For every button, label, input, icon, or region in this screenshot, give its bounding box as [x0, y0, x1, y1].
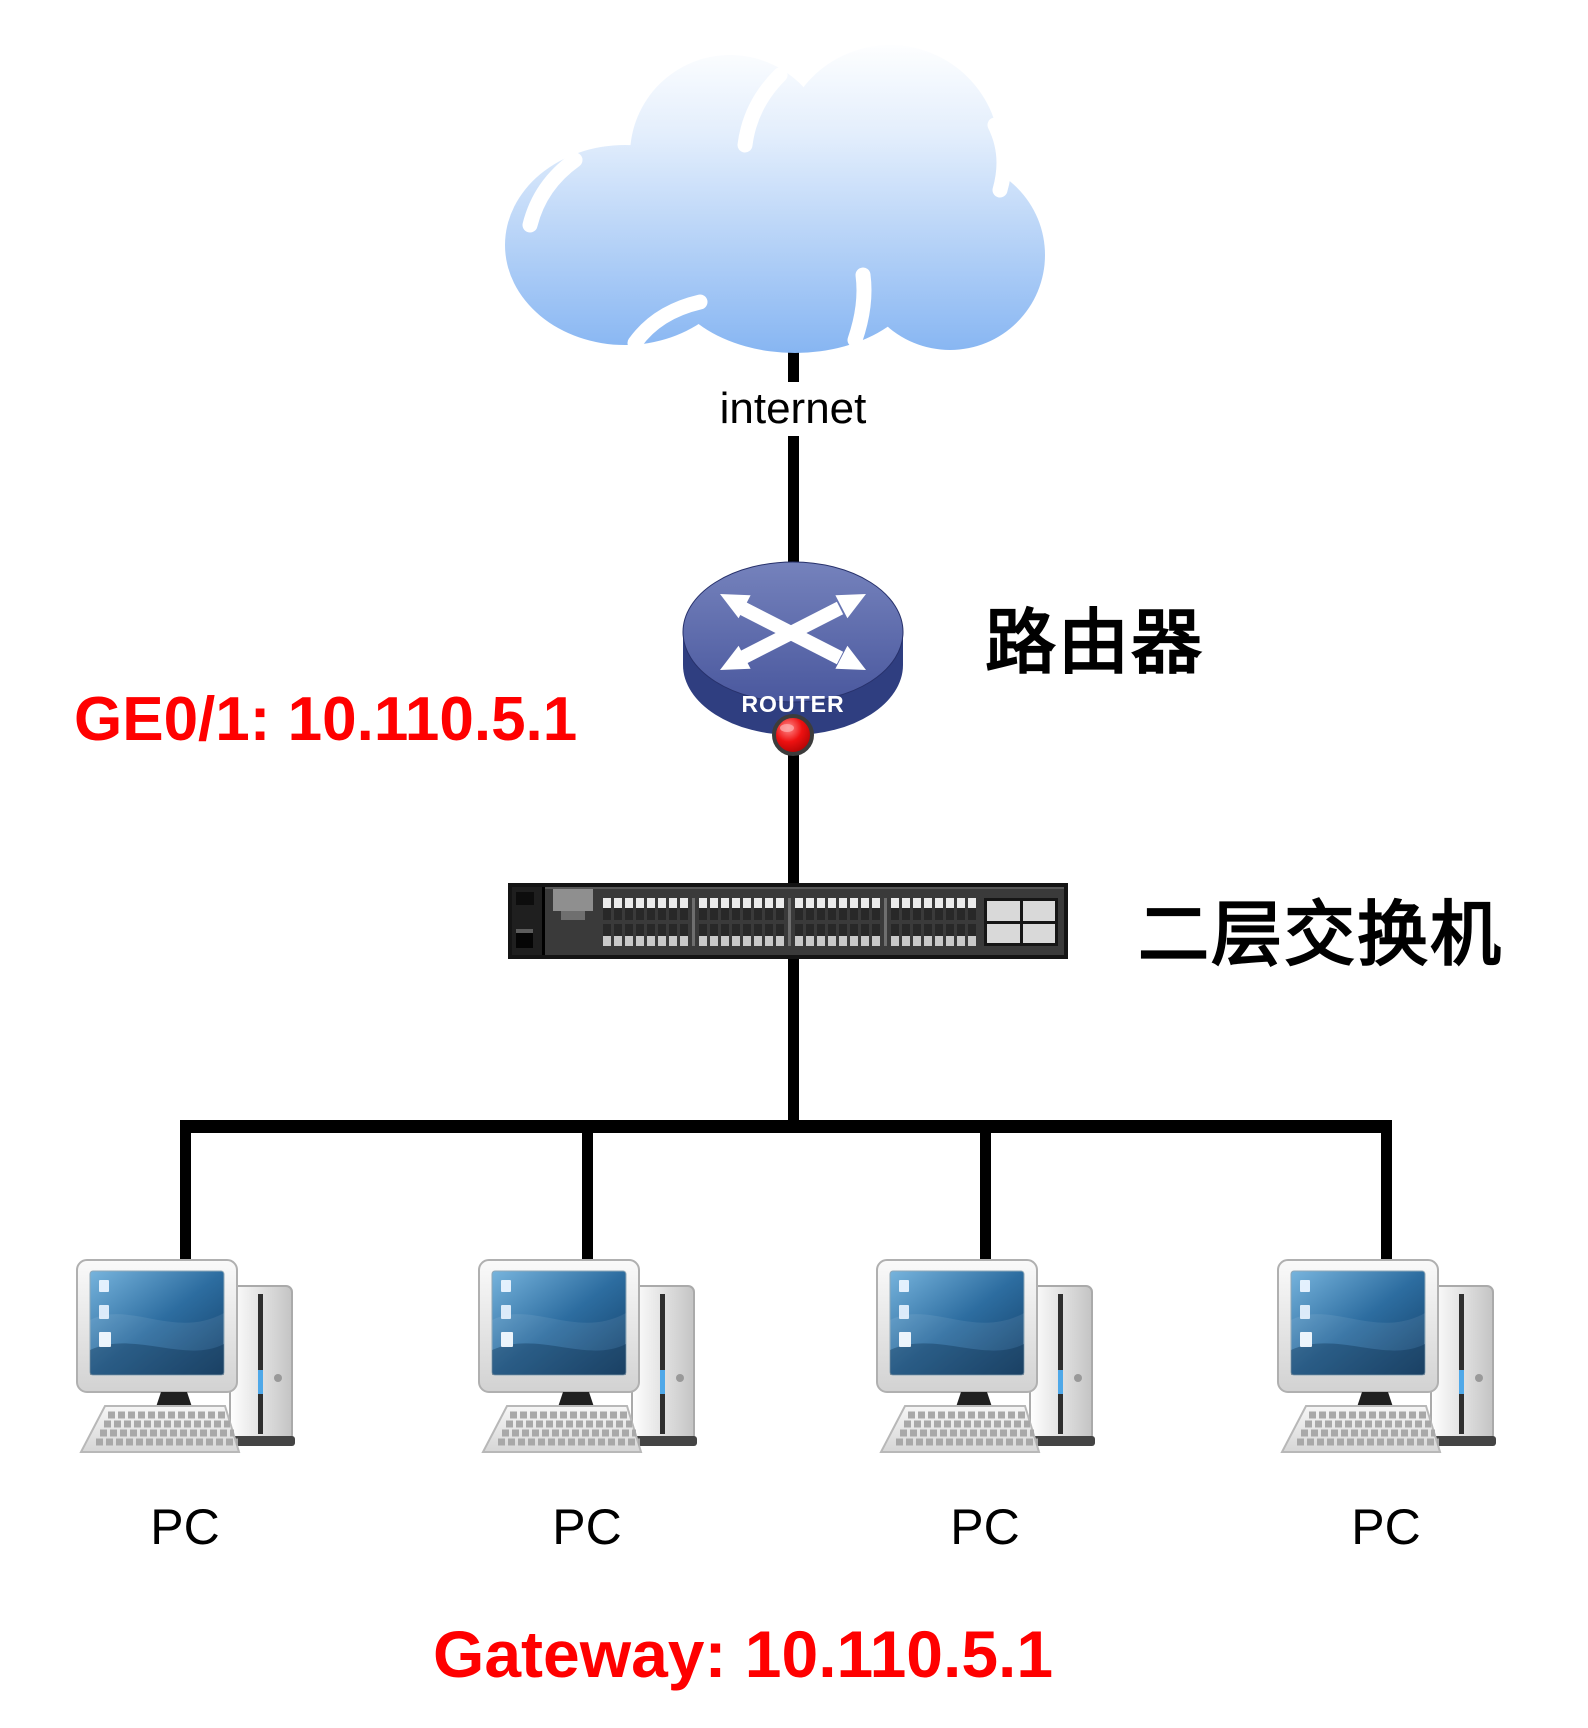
link-bus-to-pc1	[180, 1120, 191, 1268]
router-interface-annotation: GE0/1: 10.110.5.1	[74, 685, 578, 754]
pc-label-2: PC	[552, 1499, 622, 1555]
switch-body	[545, 887, 1064, 955]
switch-port-field	[603, 898, 976, 946]
switch-mount-ear	[512, 887, 545, 955]
gateway-annotation: Gateway: 10.110.5.1	[433, 1617, 1054, 1691]
internet-label: internet	[709, 382, 877, 436]
switch-port-group	[603, 898, 688, 946]
switch-sfp-ports	[984, 898, 1058, 946]
switch-icon	[508, 883, 1068, 959]
router-device-text: ROUTER	[741, 691, 844, 717]
link-switch-to-bus	[788, 954, 799, 1126]
pc-icon-4	[1276, 1258, 1496, 1463]
link-bus-to-pc3	[980, 1120, 991, 1268]
switch-label: 二层交换机	[1138, 896, 1504, 975]
switch-port-group	[692, 898, 784, 946]
link-router-to-switch	[788, 748, 799, 888]
pc-label-4: PC	[1351, 1499, 1421, 1555]
pc-label-3: PC	[950, 1499, 1020, 1555]
switch-port-group	[884, 898, 976, 946]
internet-cloud-icon	[505, 45, 1045, 353]
link-bus	[180, 1120, 1392, 1133]
link-cloud-to-router	[788, 342, 799, 578]
switch-console-port	[553, 889, 593, 920]
router-arrows-icon	[720, 594, 866, 670]
pc-icon-2	[477, 1258, 697, 1463]
link-bus-to-pc2	[582, 1120, 593, 1268]
router-label: 路由器	[985, 604, 1205, 683]
router-port-led	[772, 714, 814, 756]
router-icon: ROUTER	[682, 561, 904, 756]
pc-icon-3	[875, 1258, 1095, 1463]
link-bus-to-pc4	[1381, 1120, 1392, 1268]
switch-port-group	[788, 898, 880, 946]
pc-icon-1	[75, 1258, 295, 1463]
pc-label-1: PC	[150, 1499, 220, 1555]
